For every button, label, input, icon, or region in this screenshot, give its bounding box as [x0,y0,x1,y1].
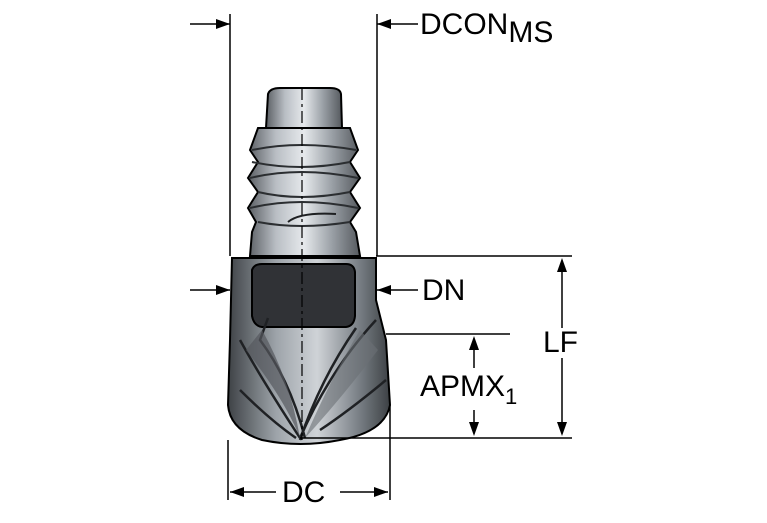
flute-shadow-2 [305,330,378,438]
flute-shadow [246,330,300,438]
tool-body [226,87,392,445]
label-apmx: APMX1 [420,370,517,408]
label-dc: DC [282,476,326,509]
label-apmx-main: APMX [420,370,506,403]
label-dn: DN [422,274,466,307]
label-lf: LF [541,326,581,359]
label-dcon-ms: DCONMS [420,8,553,48]
pilot-stub [264,87,344,129]
label-apmx-sub: 1 [505,384,518,409]
dimension-lines [190,14,572,500]
label-dcon-sub: MS [508,16,554,49]
wrench-flat [251,263,356,328]
label-dcon-main: DCON [420,8,509,41]
